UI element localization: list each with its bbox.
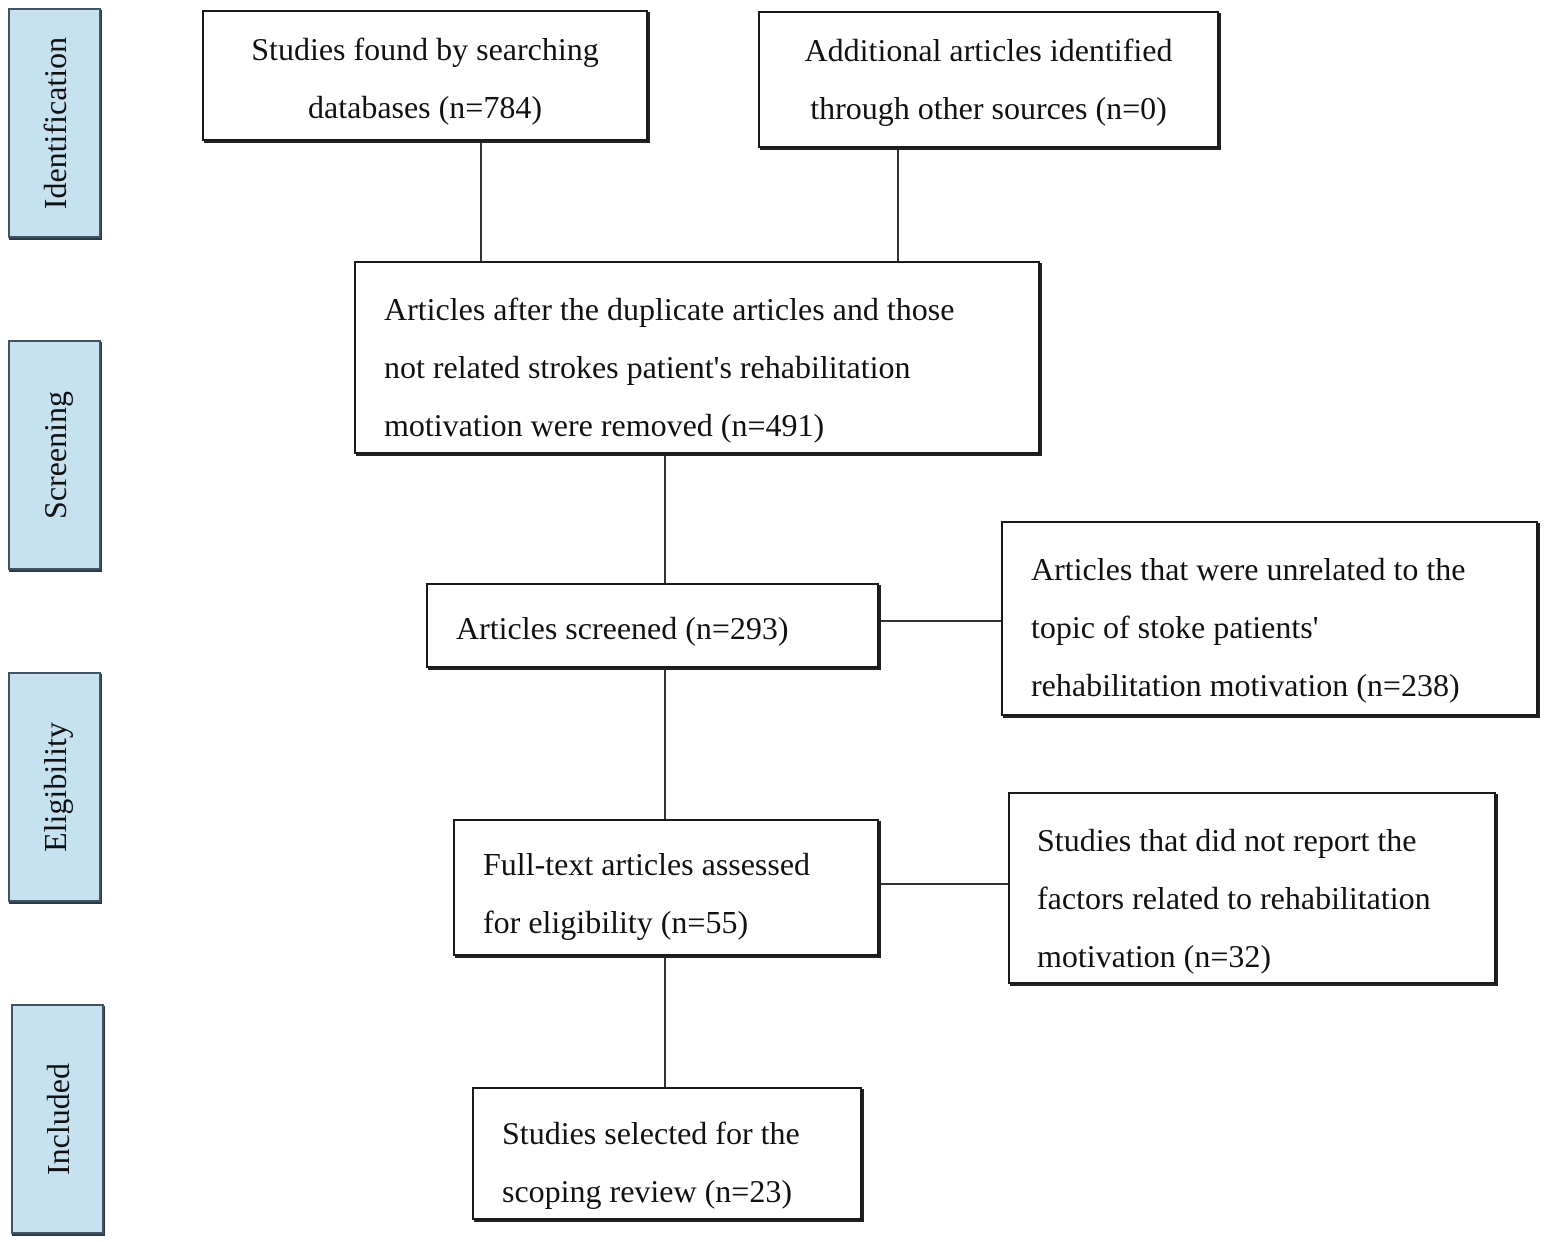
connector-fulltext-to-selected [664,955,666,1089]
stage-identification: Identification [8,8,101,238]
stage-eligibility: Eligibility [8,672,101,902]
box-excluded-unrelated-line-1: Articles that were unrelated to the [1031,551,1466,587]
connector-fulltext-to-excluded [877,883,1010,885]
box-excluded-no-factors-line-1: Studies that did not report the [1037,822,1417,858]
box-screened: Articles screened (n=293) [426,583,879,668]
box-other-sources-line-1: Additional articles identified [804,32,1173,68]
box-after-duplicates-line-1: Articles after the duplicate articles an… [384,291,955,327]
box-full-text-line-2: for eligibility (n=55) [483,904,749,940]
connector-screened-to-excluded [877,620,1003,622]
box-selected: Studies selected for the scoping review … [472,1087,862,1220]
box-excluded-unrelated-line-3: rehabilitation motivation (n=238) [1031,667,1460,703]
box-excluded-no-factors-line-3: motivation (n=32) [1037,938,1272,974]
box-after-duplicates-line-3: motivation were removed (n=491) [384,407,825,443]
connector-database-to-merged [480,140,482,262]
connector-other-to-merged [897,147,899,262]
box-other-sources-line-2: through other sources (n=0) [810,90,1167,126]
stage-included: Included [11,1004,104,1234]
stage-identification-label: Identification [36,36,73,210]
box-after-duplicates-line-2: not related strokes patient's rehabilita… [384,349,911,385]
stage-screening-label: Screening [36,391,73,519]
box-selected-line-2: scoping review (n=23) [502,1173,792,1209]
stage-screening: Screening [8,340,101,570]
box-database-search: Studies found by searching databases (n=… [202,10,648,141]
box-excluded-no-factors: Studies that did not report the factors … [1008,792,1496,984]
box-selected-line-1: Studies selected for the [502,1115,800,1151]
connector-screened-to-fulltext [664,667,666,820]
box-screened-line-1: Articles screened (n=293) [456,610,789,646]
box-full-text-line-1: Full-text articles assessed [483,846,811,882]
box-excluded-unrelated: Articles that were unrelated to the topi… [1001,521,1538,716]
box-full-text: Full-text articles assessed for eligibil… [453,819,879,956]
connector-merged-to-screened [664,453,666,584]
box-database-search-line-2: databases (n=784) [308,89,542,125]
box-after-duplicates: Articles after the duplicate articles an… [354,261,1040,454]
box-other-sources: Additional articles identified through o… [758,11,1219,148]
box-excluded-unrelated-line-2: topic of stoke patients' [1031,609,1319,645]
stage-included-label: Included [39,1063,76,1175]
stage-eligibility-label: Eligibility [36,722,73,852]
box-excluded-no-factors-line-2: factors related to rehabilitation [1037,880,1431,916]
box-database-search-line-1: Studies found by searching [251,31,599,67]
